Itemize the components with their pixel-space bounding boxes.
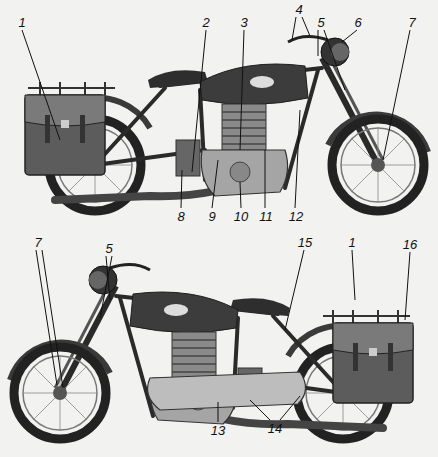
callout-number: 1	[348, 236, 355, 249]
callout-number: 5	[317, 16, 324, 29]
callout-number: 6	[354, 16, 361, 29]
callout-number: 1	[18, 16, 25, 29]
callout-number: 16	[403, 238, 417, 251]
callout-number: 11	[259, 210, 273, 223]
callout-number: 7	[408, 16, 415, 29]
callout-number: 7	[34, 236, 41, 249]
callout-number: 4	[295, 3, 302, 16]
callout-number: 14	[268, 422, 282, 435]
callout-number: 2	[202, 16, 209, 29]
callout-number: 13	[211, 424, 225, 437]
callout-number: 3	[240, 16, 247, 29]
leader-lines	[22, 17, 410, 422]
callout-number: 9	[208, 210, 215, 223]
callout-number: 10	[234, 210, 248, 223]
callout-number: 12	[289, 210, 303, 223]
callout-number: 15	[298, 236, 312, 249]
callout-number: 5	[105, 242, 112, 255]
callout-number: 8	[177, 210, 184, 223]
